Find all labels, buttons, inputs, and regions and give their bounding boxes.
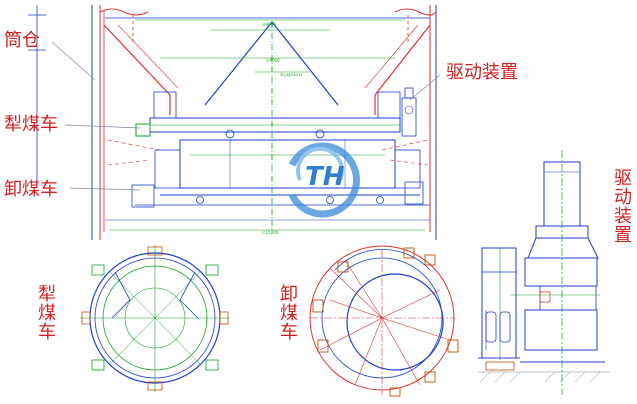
silo-elevation: ∅9000 ∅9000 中心线∅8414 ∅15000 — [91, 5, 437, 240]
tripper-machinery — [131, 87, 430, 208]
drive-unit-side-view — [478, 150, 610, 395]
svg-text:∅9000: ∅9000 — [266, 58, 280, 63]
svg-text:∅9000: ∅9000 — [262, 22, 276, 27]
label-plough-tripper: 犁煤车 — [4, 114, 58, 135]
th-logo — [288, 142, 361, 218]
plan-view-plough-tripper — [80, 245, 230, 392]
label-leaders — [51, 41, 441, 191]
label-side-drive-unit: 驱动装置 — [611, 168, 632, 244]
label-plan-plough-tripper: 犁煤车 — [35, 284, 56, 341]
logo-text: TH — [305, 162, 345, 192]
label-drive-unit: 驱动装置 — [446, 62, 518, 83]
label-silo: 筒仓 — [4, 30, 40, 51]
crosshair-symbol — [28, 5, 46, 180]
svg-text:∅15000: ∅15000 — [262, 230, 279, 235]
label-unloader: 卸煤车 — [4, 179, 58, 200]
label-plan-unloader: 卸煤车 — [277, 284, 298, 341]
plan-view-unloader — [309, 245, 459, 397]
svg-text:中心线∅8414: 中心线∅8414 — [280, 72, 303, 77]
